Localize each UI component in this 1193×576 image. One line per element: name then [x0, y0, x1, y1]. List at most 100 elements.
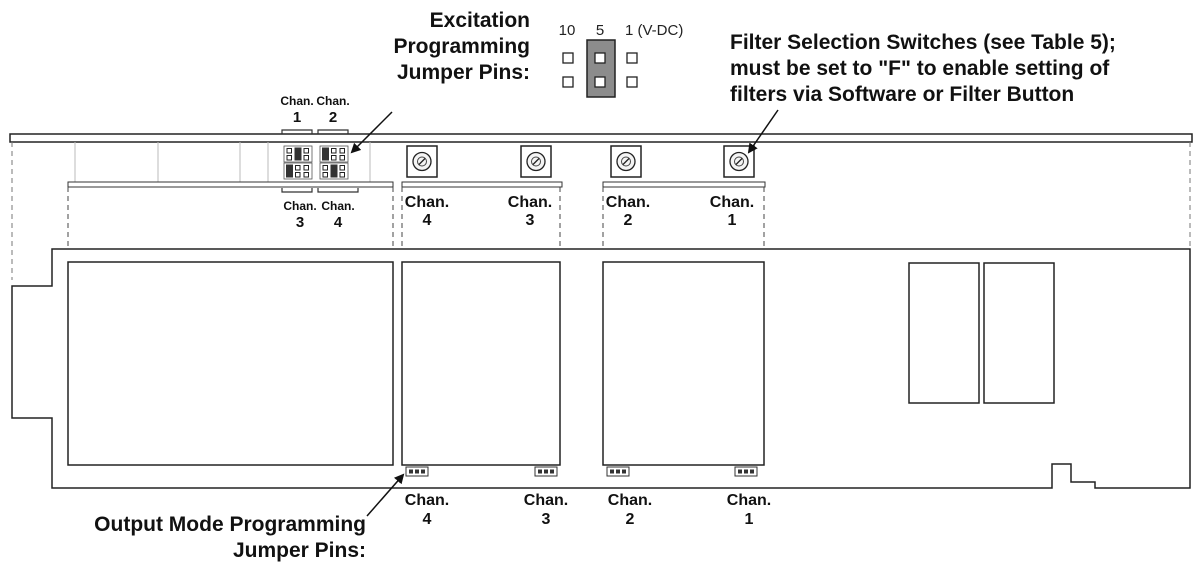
jumper-brackets	[281, 129, 359, 193]
card-top-rail	[9, 133, 1193, 143]
excitation-channel-jumper	[283, 162, 313, 180]
output-mode-arrow	[366, 473, 405, 517]
excitation-title-line-2: Programming	[393, 35, 530, 58]
filter-switch	[406, 145, 438, 178]
filter-chan-num: 2	[624, 212, 633, 229]
excitation-callout: Excitation Programming Jumper Pins:	[330, 8, 530, 86]
legend-pin	[626, 76, 638, 88]
filter-switch	[610, 145, 642, 178]
filter-chan-word: Chan.	[606, 194, 650, 211]
jumper-bottom-chan-num: 3	[296, 214, 304, 231]
filter-chan-num: 3	[526, 212, 535, 229]
jumper-bottom-chan-word: Chan.	[321, 199, 354, 213]
excitation-voltage-label: 1 (V-DC)	[625, 22, 683, 39]
chip-right	[983, 262, 1055, 404]
filter-switch-slot	[735, 158, 743, 165]
jumper-pin	[331, 148, 337, 154]
jumper-top-chan-num: 1	[293, 109, 301, 126]
filter-chan-word: Chan.	[710, 194, 754, 211]
legend-pin	[626, 52, 638, 64]
output-mode-line-1: Output Mode Programming	[94, 513, 366, 536]
bracket-chan-1	[281, 129, 313, 134]
output-jumper-pin	[550, 469, 554, 474]
output-chan-num: 3	[542, 511, 551, 528]
jumper-pin	[303, 165, 309, 171]
filter-chan-word: Chan.	[405, 194, 449, 211]
output-jumper-pin	[544, 469, 548, 474]
output-jumper-group	[405, 466, 758, 477]
filter-callout-line-1: Filter Selection Switches (see Table 5);	[730, 31, 1116, 54]
output-jumper	[734, 466, 758, 477]
jumper-top-chan-word: Chan.	[316, 94, 349, 108]
jumper-bottom-chan-num: 4	[334, 214, 343, 231]
legend-pin	[594, 76, 606, 88]
excitation-channel-jumper	[319, 162, 349, 180]
jumper-pin	[322, 172, 328, 178]
left-shelf	[67, 181, 394, 188]
jumper-pin	[339, 165, 345, 171]
signal-module-b	[602, 261, 765, 466]
legend-pin	[562, 52, 574, 64]
filter-switch-hub	[734, 156, 744, 167]
output-chan-num: 1	[745, 511, 754, 528]
jumper-shunt	[330, 164, 338, 178]
header-strip	[74, 142, 371, 182]
mid-shelf	[401, 181, 563, 188]
excitation-voltage-label: 10	[559, 22, 576, 39]
jumper-shunt	[286, 164, 293, 178]
output-jumper-pin	[538, 469, 542, 474]
excitation-channel-jumper	[319, 145, 349, 163]
jumper-pin	[295, 165, 301, 171]
jumper-pin	[339, 155, 345, 161]
bracket-chan-3	[281, 188, 313, 193]
filter-switch-hub	[621, 156, 631, 167]
filter-switch	[520, 145, 552, 178]
bracket-chan-2	[317, 129, 349, 134]
output-chan-word: Chan.	[608, 492, 652, 509]
legend-pin	[594, 52, 606, 64]
filter-callout-line-2: must be set to "F" to enable setting of	[730, 57, 1110, 80]
jumper-pin	[295, 172, 301, 178]
right-shelf	[602, 181, 766, 188]
output-jumper-pin	[610, 469, 614, 474]
filter-callout: Filter Selection Switches (see Table 5);…	[730, 30, 1116, 108]
output-jumper-pin	[750, 469, 754, 474]
signal-module-a	[401, 261, 561, 466]
filter-callout-line-3: filters via Software or Filter Button	[730, 83, 1075, 106]
filter-switch-group	[406, 145, 755, 178]
output-chan-word: Chan.	[727, 492, 771, 509]
excitation-channel-jumper	[283, 145, 313, 163]
filter-switch-hub	[531, 156, 541, 167]
jumper-pin	[339, 172, 345, 178]
channel-label-group: Chan.1Chan.2Chan.3Chan.4Chan.4Chan.3Chan…	[280, 94, 771, 528]
output-jumper-pin	[421, 469, 425, 474]
output-chan-word: Chan.	[524, 492, 568, 509]
output-chan-num: 4	[423, 511, 432, 528]
filter-arrow	[747, 109, 779, 154]
jumper-pin	[331, 155, 337, 161]
legend-shunt	[586, 39, 616, 98]
filter-chan-num: 4	[423, 212, 432, 229]
jumper-pin	[303, 148, 309, 154]
filter-chan-word: Chan.	[508, 194, 552, 211]
output-mode-line-2: Jumper Pins:	[232, 539, 366, 562]
output-jumper-pin	[616, 469, 620, 474]
output-jumper	[405, 466, 429, 477]
filter-switch-hub	[417, 156, 427, 167]
large-module	[67, 261, 394, 466]
jumper-pin	[286, 155, 292, 161]
jumper-shunt	[322, 147, 329, 161]
jumper-pin	[339, 148, 345, 154]
filter-chan-num: 1	[728, 212, 737, 229]
jumper-pin	[303, 172, 309, 178]
excitation-arrow	[350, 111, 393, 154]
jumper-pin	[286, 148, 292, 154]
output-jumper-pin	[744, 469, 748, 474]
jumper-pin	[322, 165, 328, 171]
excitation-title-line-3: Jumper Pins:	[396, 61, 530, 84]
filter-switch-slot	[532, 158, 540, 165]
filter-switch-body	[610, 145, 642, 178]
output-jumper-pin	[409, 469, 413, 474]
